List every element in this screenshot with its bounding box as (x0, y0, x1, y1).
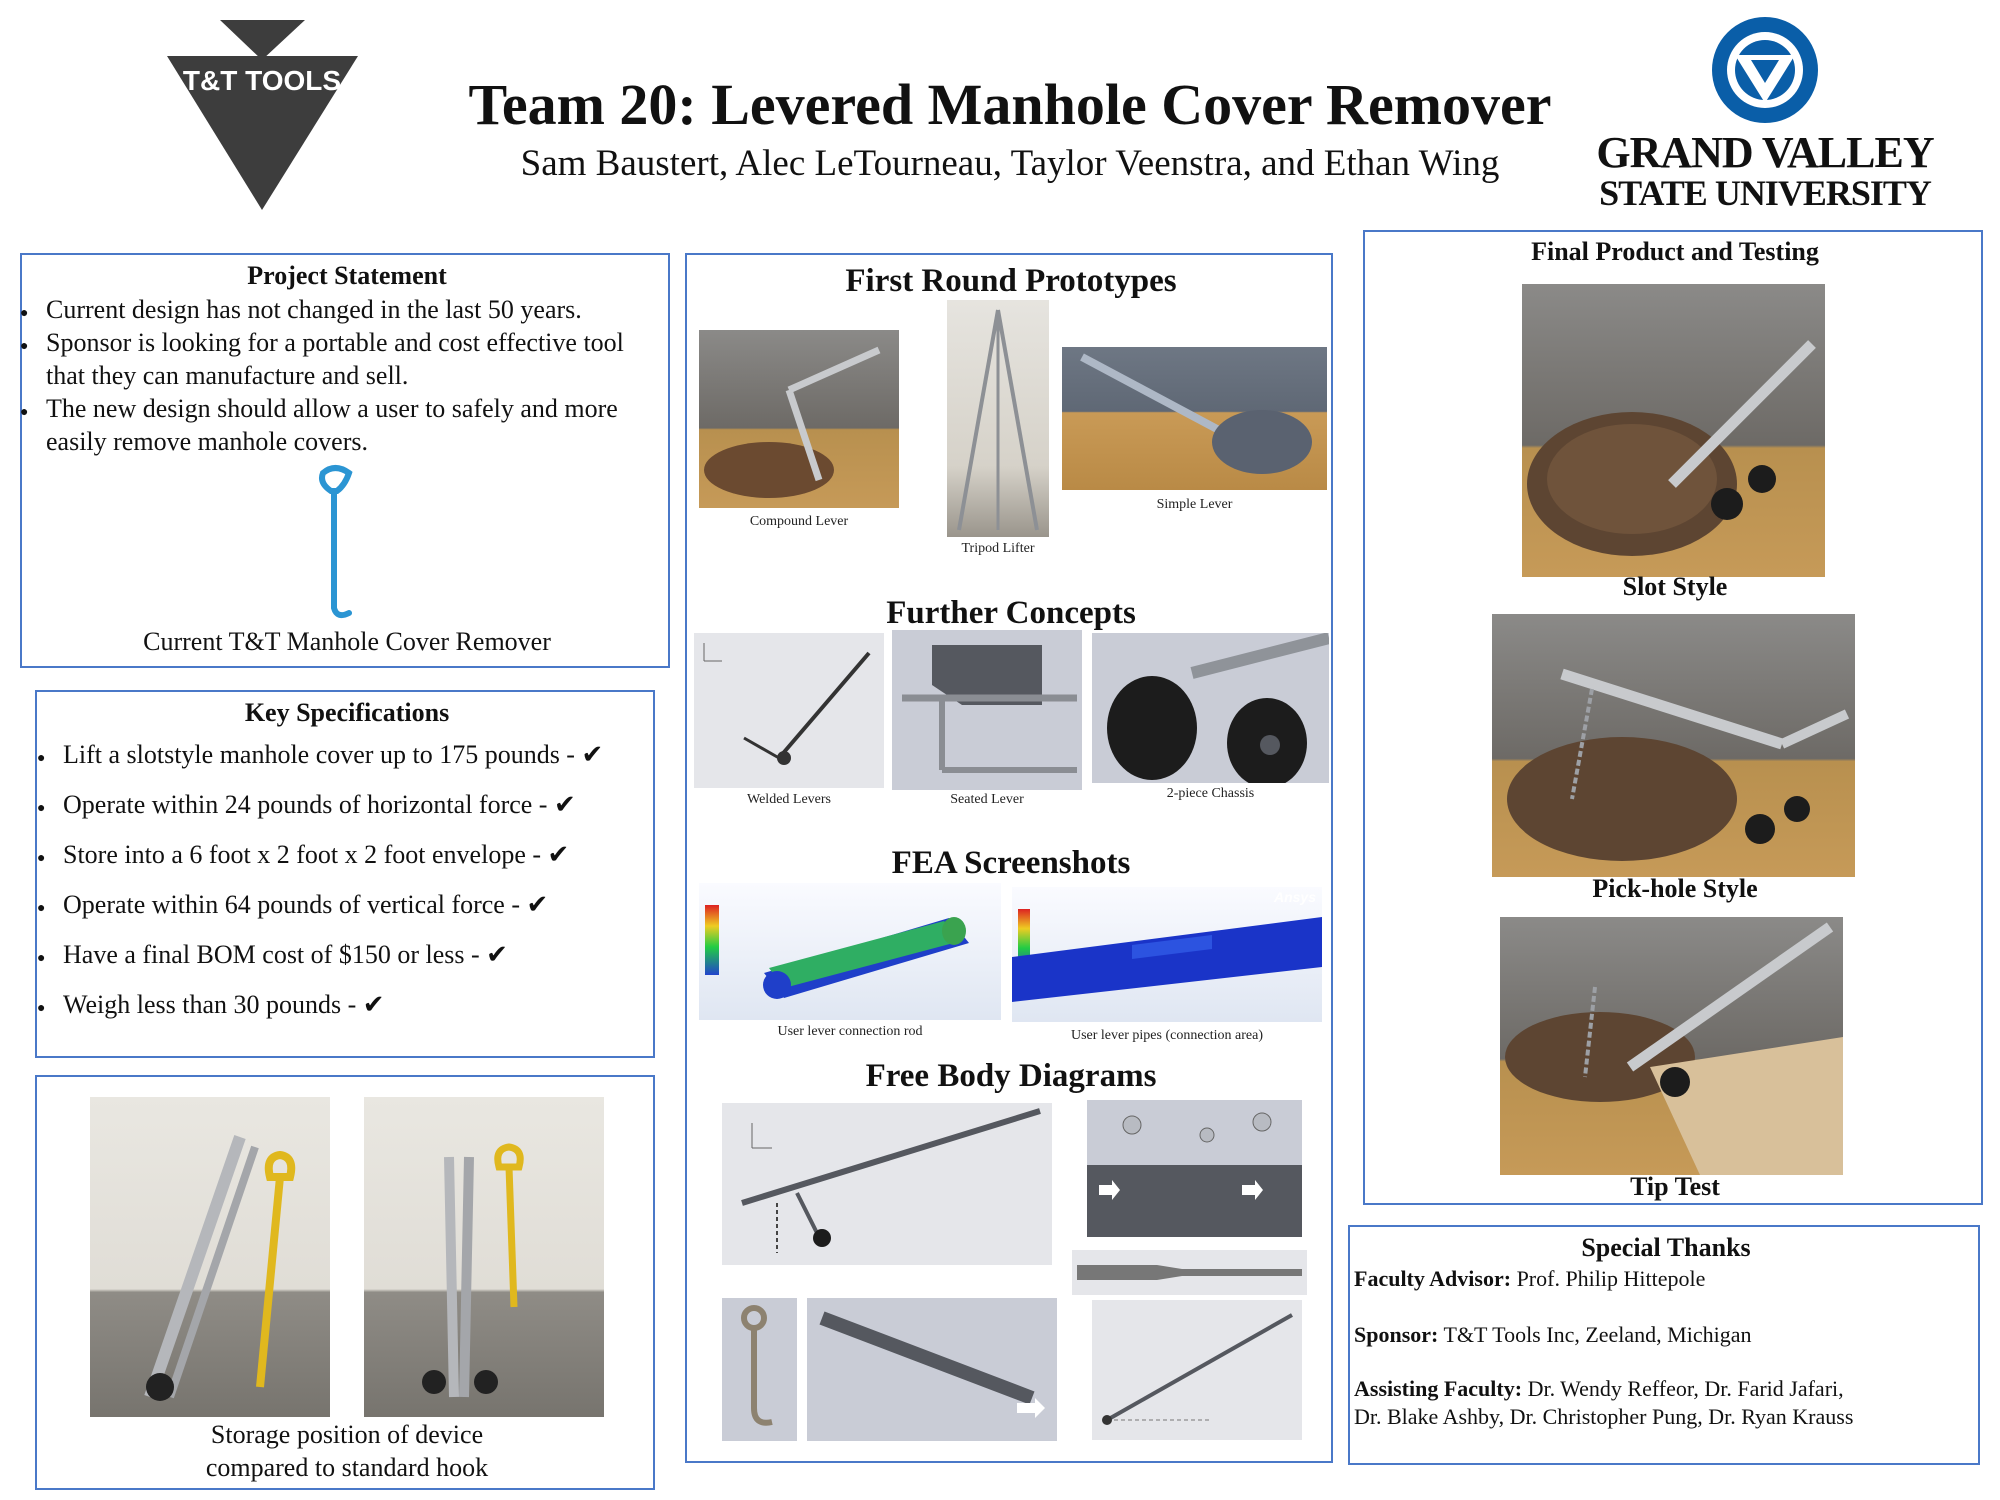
project-statement-panel: Project Statement Current design has not… (20, 253, 670, 668)
list-item: Weigh less than 30 pounds - ✔ (37, 980, 653, 1034)
fea-lever-pipes: Ansys (1012, 887, 1322, 1022)
tripod-lifter-photo (947, 300, 1049, 537)
list-item: Operate within 64 pounds of vertical for… (37, 880, 653, 934)
thanks-assisting-line: Assisting Faculty: Dr. Wendy Reffeor, Dr… (1354, 1375, 1974, 1431)
welded-levers-caption: Welded Levers (747, 792, 831, 807)
pick-hole-style-caption: Pick-hole Style (1592, 874, 1758, 903)
fbd-pipe-diagram (807, 1298, 1057, 1441)
fbd-title: Free Body Diagrams (865, 1058, 1157, 1094)
compound-lever-caption: Compound Lever (749, 514, 849, 529)
slot-style-caption: Slot Style (1622, 572, 1728, 601)
advisor-label: Faculty Advisor: (1354, 1266, 1512, 1291)
list-item: Have a final BOM cost of $150 or less - … (37, 930, 653, 984)
seated-lever-cad (892, 630, 1082, 790)
fbd-angle-diagram (1092, 1300, 1302, 1440)
storage-photo-1 (90, 1097, 330, 1417)
hook-caption: Current T&T Manhole Cover Remover (143, 627, 551, 656)
pick-hole-style-photo (1492, 614, 1855, 877)
storage-caption-line1: Storage position of device (210, 1420, 484, 1449)
list-item: The new design should allow a user to sa… (20, 392, 666, 458)
storage-caption-line2: compared to standard hook (205, 1453, 489, 1482)
key-specs-title: Key Specifications (244, 698, 450, 727)
assisting-names-2: Dr. Blake Ashby, Dr. Christopher Pung, D… (1354, 1404, 1854, 1429)
compound-lever-photo (699, 330, 899, 508)
list-item: Lift a slotstyle manhole cover up to 175… (37, 730, 653, 784)
poster-title: Team 20: Levered Manhole Cover Remover (468, 72, 1552, 137)
tip-test-caption: Tip Test (1630, 1172, 1720, 1201)
fbd-plate-diagram (1087, 1100, 1302, 1237)
sponsor-label: Sponsor: (1354, 1322, 1439, 1347)
fea-pipes-caption: User lever pipes (connection area) (1070, 1028, 1263, 1043)
tt-logo-text: T&T TOOLS (183, 65, 341, 96)
first-round-title: First Round Prototypes (845, 263, 1177, 299)
special-thanks-panel: Special Thanks Faculty Advisor: Prof. Ph… (1348, 1225, 1980, 1465)
fea-connection-rod (699, 883, 1001, 1020)
project-statement-list: Current design has not changed in the la… (20, 293, 666, 458)
further-concepts-title: Further Concepts (886, 595, 1136, 631)
list-item: Current design has not changed in the la… (20, 293, 666, 330)
project-statement-title: Project Statement (247, 261, 447, 290)
list-item: Sponsor is looking for a portable and co… (20, 326, 666, 392)
fbd-lever-diagram (722, 1103, 1052, 1265)
poster-authors: Sam Baustert, Alec LeTourneau, Taylor Ve… (520, 143, 1500, 184)
fbd-rod-diagram (1072, 1250, 1307, 1295)
list-item: Operate within 24 pounds of horizontal f… (37, 780, 653, 834)
key-specs-panel: Key Specifications Lift a slotstyle manh… (35, 690, 655, 1058)
key-specs-list: Lift a slotstyle manhole cover up to 175… (37, 730, 653, 1034)
simple-lever-photo (1062, 347, 1327, 490)
tripod-lifter-caption: Tripod Lifter (961, 541, 1035, 556)
slot-style-photo (1522, 284, 1825, 577)
two-piece-chassis-cad (1092, 633, 1329, 783)
thanks-sponsor-line: Sponsor: T&T Tools Inc, Zeeland, Michiga… (1354, 1321, 1974, 1349)
simple-lever-caption: Simple Lever (1156, 497, 1233, 512)
advisor-name: Prof. Philip Hittepole (1516, 1266, 1706, 1291)
two-piece-chassis-caption: 2-piece Chassis (1166, 786, 1255, 801)
fbd-hook-diagram (722, 1298, 797, 1441)
list-item: Store into a 6 foot x 2 foot x 2 foot en… (37, 830, 653, 884)
assisting-names-1: Dr. Wendy Reffeor, Dr. Farid Jafari, (1527, 1376, 1844, 1401)
hook-tool-image (307, 463, 387, 623)
tt-tools-logo: T&T TOOLS (165, 18, 360, 213)
sponsor-name: T&T Tools Inc, Zeeland, Michigan (1443, 1322, 1752, 1347)
fea-rod-caption: User lever connection rod (777, 1024, 923, 1039)
storage-panel: Storage position of device compared to s… (35, 1075, 655, 1490)
fea-title: FEA Screenshots (891, 845, 1131, 881)
final-product-panel: Final Product and Testing Slot Style Pic… (1363, 230, 1983, 1205)
gvsu-wordmark-line1: GRAND VALLEY (1596, 128, 1934, 177)
final-product-title: Final Product and Testing (1531, 237, 1819, 266)
gvsu-wordmark-line2: STATE UNIVERSITY (1599, 173, 1932, 213)
thanks-advisor-line: Faculty Advisor: Prof. Philip Hittepole (1354, 1265, 1974, 1293)
gvsu-logo: GRAND VALLEY STATE UNIVERSITY (1585, 15, 1945, 215)
welded-levers-cad (694, 633, 884, 788)
seated-lever-caption: Seated Lever (950, 792, 1024, 807)
middle-column-panel: First Round Prototypes Compound Lever Tr… (685, 253, 1333, 1463)
special-thanks-title: Special Thanks (1581, 1233, 1751, 1262)
assisting-label: Assisting Faculty: (1354, 1376, 1523, 1401)
storage-photo-2 (364, 1097, 604, 1417)
ansys-label: Ansys (1273, 889, 1316, 905)
tip-test-photo (1500, 917, 1843, 1175)
